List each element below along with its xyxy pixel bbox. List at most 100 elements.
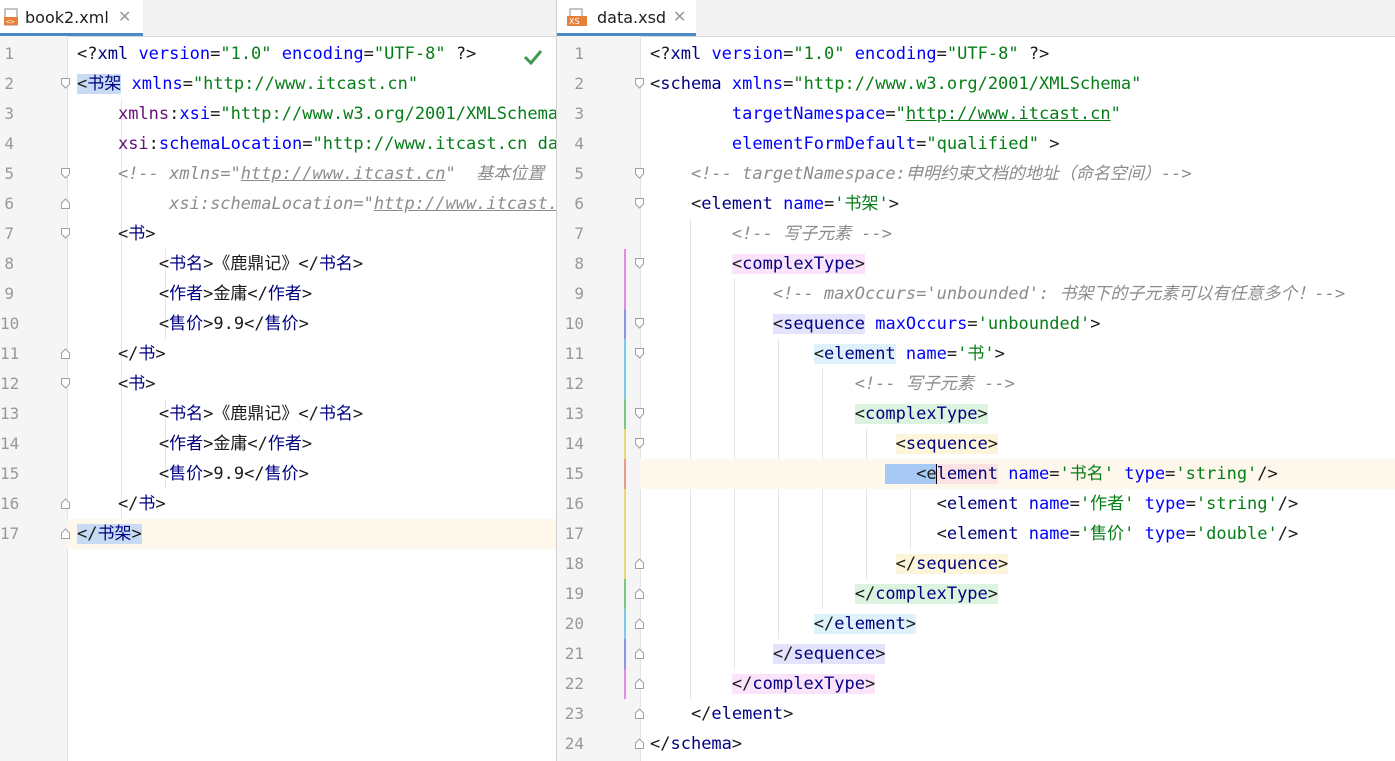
code-line[interactable]: 8 <complexType> <box>557 249 1395 279</box>
fold-close-icon[interactable] <box>61 498 70 509</box>
fold-open-icon[interactable] <box>61 78 70 89</box>
code-text: <!-- 写子元素 --> <box>731 224 893 244</box>
code-line[interactable]: 16 </书> <box>0 489 556 519</box>
right-tab-bar: XS data.xsd ✕ <box>557 0 1395 37</box>
code-line[interactable]: 17 <element name='售价' type='double'/> <box>557 519 1395 549</box>
code-line[interactable]: 7 <!-- 写子元素 --> <box>557 219 1395 249</box>
pane-divider[interactable] <box>556 0 557 761</box>
fold-open-icon[interactable] <box>635 348 644 359</box>
fold-open-icon[interactable] <box>61 228 70 239</box>
code-line[interactable]: 10 <售价>9.9</售价> <box>0 309 556 339</box>
line-number: 12 <box>564 374 584 393</box>
fold-open-icon[interactable] <box>635 438 644 449</box>
code-text: <element name='书名' type='string'/> <box>885 464 1278 484</box>
xml-file-icon: <> <box>4 8 18 26</box>
line-number: 5 <box>4 164 14 183</box>
fold-close-icon[interactable] <box>635 738 644 749</box>
tab-close-icon[interactable]: ✕ <box>673 7 687 26</box>
code-line[interactable]: 4 elementFormDefault="qualified" > <box>557 129 1395 159</box>
code-line[interactable]: 24</schema> <box>557 729 1395 759</box>
code-text: </schema> <box>650 734 743 754</box>
code-line[interactable]: 1<?xml version="1.0" encoding="UTF-8" ?> <box>557 39 1395 69</box>
code-line[interactable]: 22 </complexType> <box>557 669 1395 699</box>
fold-open-icon[interactable] <box>635 198 644 209</box>
fold-close-icon[interactable] <box>61 528 70 539</box>
code-line[interactable]: 9 <作者>金庸</作者> <box>0 279 556 309</box>
code-line[interactable]: 2<schema xmlns="http://www.w3.org/2001/X… <box>557 69 1395 99</box>
indent-guide <box>121 99 122 519</box>
current-line[interactable]: 17</书架> <box>0 519 556 549</box>
code-line[interactable]: 5 <!-- xmlns="http://www.itcast.cn" 基本位置 <box>0 159 556 189</box>
code-line[interactable]: 5 <!-- targetNamespace:申明约束文档的地址（命名空间）--… <box>557 159 1395 189</box>
line-number: 14 <box>0 434 20 453</box>
tab-title: data.xsd <box>597 8 667 27</box>
fold-close-icon[interactable] <box>61 198 70 209</box>
fold-open-icon[interactable] <box>61 378 70 389</box>
code-line[interactable]: 14 <sequence> <box>557 429 1395 459</box>
fold-close-icon[interactable] <box>635 708 644 719</box>
code-line[interactable]: 21 </sequence> <box>557 639 1395 669</box>
fold-open-icon[interactable] <box>635 408 644 419</box>
fold-open-icon[interactable] <box>635 318 644 329</box>
code-line[interactable]: 19 </complexType> <box>557 579 1395 609</box>
fold-open-icon[interactable] <box>635 258 644 269</box>
fold-open-icon[interactable] <box>61 168 70 179</box>
code-line[interactable]: 8 <书名>《鹿鼎记》</书名> <box>0 249 556 279</box>
code-line[interactable]: 6 <element name='书架'> <box>557 189 1395 219</box>
fold-close-icon[interactable] <box>635 558 644 569</box>
line-number: 20 <box>564 614 584 633</box>
tab-close-icon[interactable]: ✕ <box>118 7 132 26</box>
code-line[interactable]: 2<书架 xmlns="http://www.itcast.cn" <box>0 69 556 99</box>
code-line[interactable]: 11 </书> <box>0 339 556 369</box>
right-editor-pane: XS data.xsd ✕ 1<?xml version="1.0" encod… <box>557 0 1395 761</box>
code-line[interactable]: 6 xsi:schemaLocation="http://www.itcast.… <box>0 189 556 219</box>
code-text: <complexType> <box>854 404 988 424</box>
code-line[interactable]: 3 xmlns:xsi="http://www.w3.org/2001/XMLS… <box>0 99 556 129</box>
code-line[interactable]: 13 <书名>《鹿鼎记》</书名> <box>0 399 556 429</box>
fold-close-icon[interactable] <box>635 678 644 689</box>
fold-open-icon[interactable] <box>635 78 644 89</box>
code-line[interactable]: 12 <!-- 写子元素 --> <box>557 369 1395 399</box>
fold-close-icon[interactable] <box>635 588 644 599</box>
code-line[interactable]: 11 <element name='书'> <box>557 339 1395 369</box>
code-text: </sequence> <box>895 554 1009 574</box>
fold-open-icon[interactable] <box>635 168 644 179</box>
code-line[interactable]: 9 <!-- maxOccurs='unbounded': 书架下的子元素可以有… <box>557 279 1395 309</box>
code-line[interactable]: 15 <售价>9.9</售价> <box>0 459 556 489</box>
code-line[interactable]: 4 xsi:schemaLocation="http://www.itcast.… <box>0 129 556 159</box>
code-text: <书> <box>77 224 156 244</box>
line-number: 4 <box>574 134 584 153</box>
tab-data-xsd[interactable]: XS data.xsd ✕ <box>557 0 696 36</box>
code-line[interactable]: 23 </element> <box>557 699 1395 729</box>
code-line[interactable]: 7 <书> <box>0 219 556 249</box>
fold-close-icon[interactable] <box>635 648 644 659</box>
code-line[interactable]: 18 </sequence> <box>557 549 1395 579</box>
code-line[interactable]: 14 <作者>金庸</作者> <box>0 429 556 459</box>
code-line[interactable]: 16 <element name='作者' type='string'/> <box>557 489 1395 519</box>
code-line[interactable]: 3 targetNamespace="http://www.itcast.cn" <box>557 99 1395 129</box>
gutter-divider <box>67 36 68 761</box>
code-text: <作者>金庸</作者> <box>77 284 313 304</box>
line-number: 19 <box>564 584 584 603</box>
code-line[interactable]: 1<?xml version="1.0" encoding="UTF-8" ?> <box>0 39 556 69</box>
tab-book2-xml[interactable]: <> book2.xml ✕ <box>0 0 143 36</box>
fold-close-icon[interactable] <box>61 348 70 359</box>
code-line[interactable]: 20 </element> <box>557 609 1395 639</box>
fold-close-icon[interactable] <box>635 618 644 629</box>
code-text: </complexType> <box>731 674 876 694</box>
line-number: 21 <box>564 644 584 663</box>
line-number: 6 <box>574 194 584 213</box>
code-line[interactable]: 10 <sequence maxOccurs='unbounded'> <box>557 309 1395 339</box>
line-number: 13 <box>564 404 584 423</box>
line-number: 22 <box>564 674 584 693</box>
xsd-file-icon: XS <box>567 8 587 26</box>
code-text: <!-- 写子元素 --> <box>854 374 1015 394</box>
code-line[interactable]: 12 <书> <box>0 369 556 399</box>
code-line[interactable]: 13 <complexType> <box>557 399 1395 429</box>
code-text: <书> <box>77 374 156 394</box>
checkmark-icon[interactable] <box>522 46 544 68</box>
current-line[interactable]: 15 <element name='书名' type='string'/> <box>565 459 1395 489</box>
indent-guide <box>165 399 166 489</box>
code-text: elementFormDefault="qualified" > <box>731 134 1060 154</box>
code-text: <complexType> <box>731 254 865 274</box>
